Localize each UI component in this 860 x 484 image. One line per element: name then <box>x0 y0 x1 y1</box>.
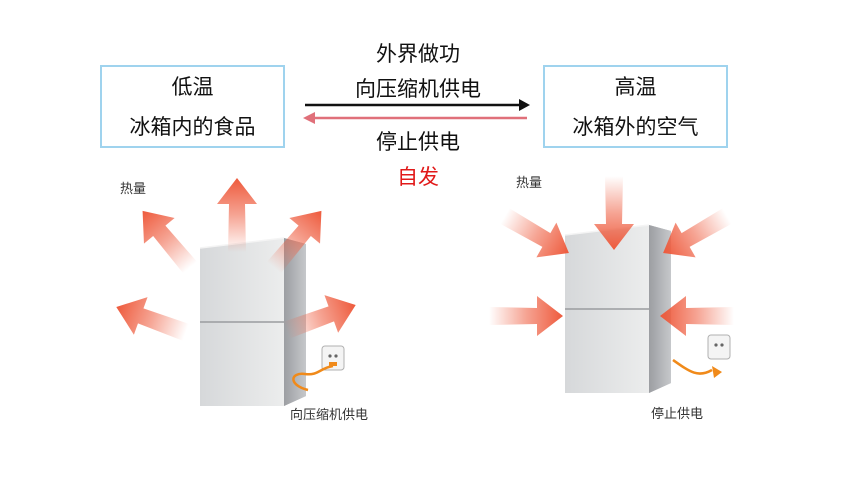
high-temp-label: 高温 <box>614 74 657 99</box>
left-power-label: 向压缩机供电 <box>290 408 369 423</box>
right-fridge <box>564 224 672 394</box>
low-temp-label: 低温 <box>171 74 214 99</box>
right-power-label: 停止供电 <box>651 407 704 422</box>
low-temp-box: 低温 冰箱内的食品 <box>100 65 285 148</box>
work-arrow <box>305 99 530 111</box>
right-outlet <box>672 334 731 378</box>
left-heat-label: 热量 <box>120 182 147 197</box>
outside-air-label: 冰箱外的空气 <box>572 114 699 139</box>
power-compressor-label: 向压缩机供电 <box>355 77 481 101</box>
right-heat-label: 热量 <box>516 176 543 191</box>
high-temp-box: 高温 冰箱外的空气 <box>543 65 728 148</box>
stop-power-label: 停止供电 <box>376 130 460 154</box>
external-work-label: 外界做功 <box>376 42 460 66</box>
spontaneous-label: 自发 <box>397 165 439 189</box>
spontaneous-arrow <box>303 112 527 124</box>
fridge-food-label: 冰箱内的食品 <box>129 114 256 139</box>
left-outlet <box>292 345 345 392</box>
